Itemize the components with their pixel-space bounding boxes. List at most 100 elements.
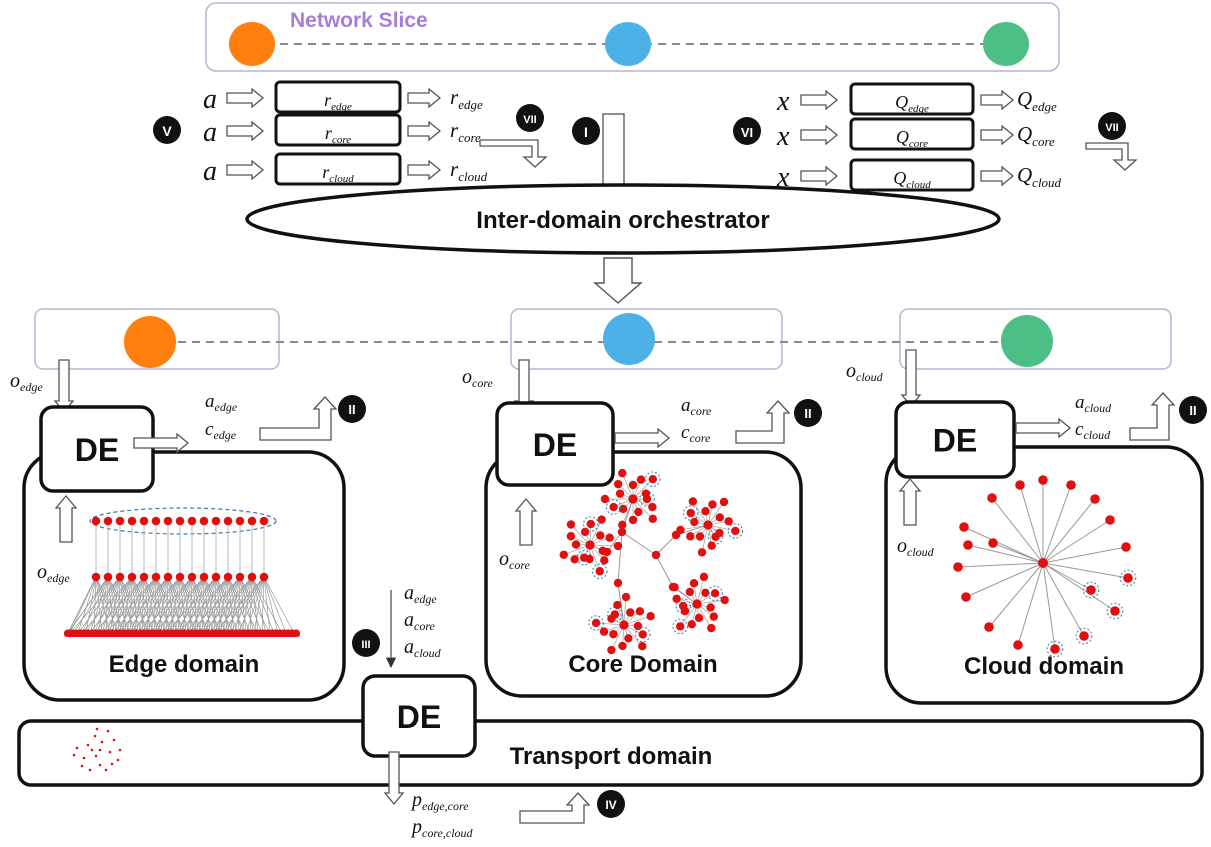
obs-bottom-cloud: ocloud (897, 535, 935, 559)
transport-topology (72, 727, 122, 772)
badge-ii-cloud: II (1179, 396, 1207, 424)
graph-node (618, 641, 627, 651)
transport-de: DE (361, 674, 477, 758)
estimator-label-core: rcore (325, 123, 351, 146)
domains: Edge domainoedgeDEaedgecedgeIIoedgeCore … (10, 349, 1207, 705)
transport-node (110, 762, 114, 766)
graph-node (292, 629, 300, 637)
graph-node (617, 527, 627, 537)
svg-text:II: II (804, 406, 811, 421)
graph-node (187, 516, 197, 526)
input-a-core: a (203, 117, 217, 148)
graph-node (624, 634, 633, 643)
input-a-edge: a (203, 84, 217, 115)
graph-node (697, 548, 707, 557)
output-Q-edge: Qedge (1017, 87, 1057, 114)
graph-node (695, 532, 705, 541)
graph-node (959, 522, 969, 532)
graph-node (247, 516, 257, 526)
graph-node (115, 516, 125, 526)
slice-node-core (605, 22, 651, 66)
svg-text:VI: VI (741, 125, 753, 140)
graph-node (689, 579, 699, 588)
badge-ii-edge: II (338, 395, 366, 423)
graph-node (151, 572, 161, 582)
graph-node (707, 623, 716, 633)
graph-node (1086, 585, 1096, 595)
graph-node (235, 516, 245, 526)
graph-node (619, 620, 629, 630)
graph-node (223, 572, 233, 582)
graph-node (115, 572, 125, 582)
graph-node (127, 516, 137, 526)
estimator-label-core: Qcore (896, 127, 928, 150)
graph-node (580, 527, 590, 537)
graph-node (648, 514, 657, 523)
badge-iv: IV (597, 790, 625, 818)
graph-node (1013, 640, 1023, 650)
transport-node (95, 727, 99, 731)
graph-node (600, 494, 610, 504)
graph-node (634, 507, 643, 517)
svg-text:DE: DE (75, 432, 119, 468)
graph-node (648, 475, 657, 484)
graph-node (680, 606, 690, 616)
estimator-label-cloud: rcloud (322, 162, 354, 185)
graph-node (609, 629, 618, 639)
graph-node (151, 516, 161, 526)
badge-iii: III (352, 629, 380, 657)
arrow-out-core (980, 124, 1015, 146)
input-x-cloud: x (776, 162, 790, 193)
graph-node (708, 500, 717, 509)
graph-node (599, 627, 609, 636)
edge-topology (64, 507, 300, 637)
estimator-box-edge (274, 80, 402, 114)
arrow-in-core (226, 120, 265, 142)
graph-node (706, 603, 715, 612)
transport-node (88, 768, 92, 772)
graph-node (707, 541, 716, 550)
cloud-topology (953, 475, 1137, 658)
input-x-edge: x (776, 86, 790, 117)
graph-node (1066, 480, 1076, 490)
graph-node (211, 516, 221, 526)
transport-output-core-cloud: pcore,cloud (410, 816, 474, 840)
graph-node (591, 618, 601, 628)
graph-node (163, 572, 173, 582)
graph-node (1105, 515, 1115, 525)
graph-node (709, 612, 718, 621)
graph-node (686, 532, 695, 541)
graph-node (1079, 631, 1089, 641)
de-out-arrow-cloud (1015, 417, 1072, 439)
graph-node (566, 520, 576, 529)
graph-node (1110, 606, 1120, 616)
domain-title-core: Core Domain (568, 651, 717, 678)
graph-node (613, 578, 623, 588)
graph-node (731, 526, 740, 536)
arrow-in-cloud (226, 159, 265, 181)
graph-node (1090, 494, 1100, 504)
transport-node (104, 768, 108, 772)
transport-node (86, 743, 90, 747)
output-r-cloud: rcloud (450, 157, 488, 184)
transport-node (112, 738, 116, 742)
badge-vii-left: VII (516, 104, 544, 132)
graph-node (628, 480, 638, 490)
cost-edge: cedge (205, 419, 237, 442)
graph-node (199, 572, 209, 582)
transport-node (116, 758, 120, 762)
estimator-label-edge: redge (324, 90, 352, 113)
svg-text:VII: VII (523, 114, 536, 126)
graph-node (694, 613, 704, 623)
svg-text:I: I (584, 124, 588, 140)
graph-node (701, 588, 710, 598)
graph-node (247, 572, 257, 582)
domain-title-edge: Edge domain (109, 651, 260, 678)
action-edge: aedge (205, 391, 238, 414)
badge-vi: VI (733, 117, 761, 145)
graph-node (103, 516, 113, 526)
graph-node (199, 516, 209, 526)
